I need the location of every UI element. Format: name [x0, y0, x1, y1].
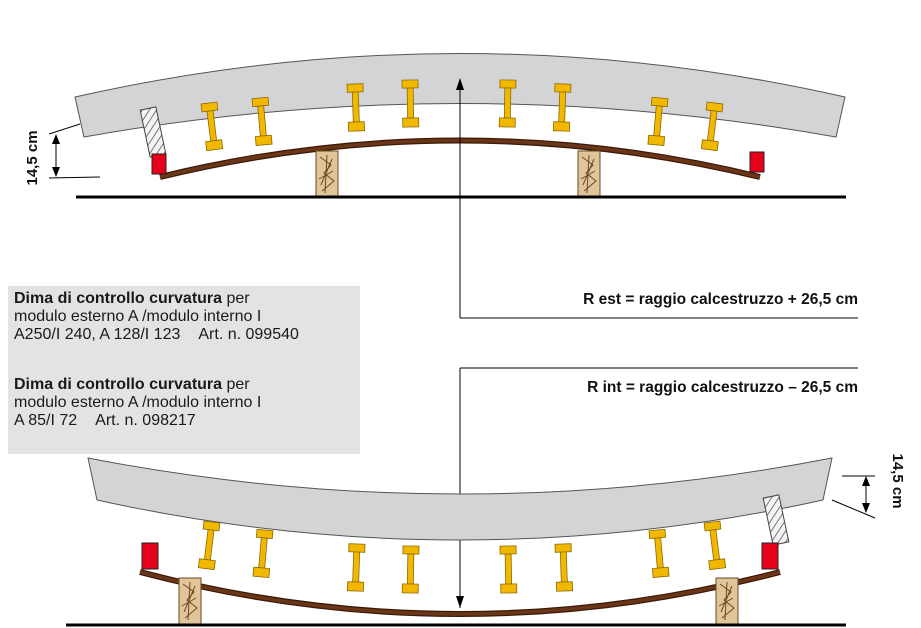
info-item-1-line3: A250/I 240, A 128/I 123	[14, 326, 181, 343]
info-item-2-title: Dima di controllo curvatura	[14, 376, 223, 393]
info-item-2-art: Art. n. 098217	[95, 412, 196, 429]
info-item-1-art: Art. n. 099540	[198, 326, 299, 343]
dim-top-label: 14,5 cm	[24, 130, 41, 185]
clamp-right-bottom	[761, 542, 779, 570]
info-item-2: Dima di controllo curvatura per modulo e…	[14, 376, 354, 430]
clamp-left-top	[151, 153, 167, 175]
timber-block-top-left	[315, 150, 339, 198]
curvature-gauge-bottom	[762, 494, 790, 546]
info-box: Dima di controllo curvatura per modulo e…	[8, 286, 360, 454]
clamp-left-bottom	[141, 542, 159, 570]
info-item-2-line3: A 85/I 72	[14, 412, 78, 429]
timber-block-top-right	[577, 150, 601, 198]
info-item-1-rest: per	[222, 290, 250, 307]
info-item-1-line2: modulo esterno A /modulo interno I	[14, 308, 262, 325]
r-int-label: R int = raggio calcestruzzo – 26,5 cm	[587, 379, 858, 396]
r-est-label: R est = raggio calcestruzzo + 26,5 cm	[583, 291, 858, 308]
timber-block-bottom-right	[715, 577, 739, 625]
info-item-2-line2: modulo esterno A /modulo interno I	[14, 394, 262, 411]
dimension-bottom: 14,5 cm	[831, 453, 906, 519]
info-item-2-rest: per	[222, 376, 250, 393]
info-item-1-title: Dima di controllo curvatura	[14, 290, 223, 307]
dim-bottom-label: 14,5 cm	[889, 453, 906, 508]
dimension-top: 14,5 cm	[24, 123, 101, 186]
clamp-right-top	[749, 151, 765, 173]
info-item-1: Dima di controllo curvatura per modulo e…	[14, 290, 354, 344]
concrete-segment-bottom	[87, 457, 833, 541]
timber-block-bottom-left	[178, 577, 202, 625]
